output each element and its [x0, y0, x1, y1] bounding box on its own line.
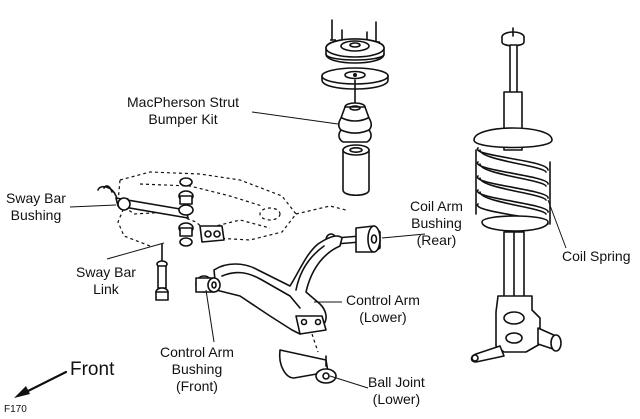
label-control-arm-bushing-front-line3: (Front) — [175, 378, 218, 394]
label-strut-bumper-kit: MacPherson Strut Bumper Kit — [127, 94, 239, 128]
sway-bar-link-part — [155, 243, 169, 301]
front-arrow — [14, 370, 68, 398]
label-ball-joint-line2: (Lower) — [372, 391, 421, 407]
label-control-arm-bushing-front-line2: Bushing — [171, 361, 223, 377]
label-control-arm-bushing-front: Control Arm Bushing (Front) — [160, 344, 234, 395]
label-sway-bar-bushing-line1: Sway Bar — [6, 190, 66, 206]
label-coil-arm-bushing: Coil Arm Bushing (Rear) — [410, 198, 463, 249]
figure-id: F170 — [4, 404, 27, 415]
lower-control-arm — [195, 235, 343, 335]
label-control-arm-bushing-front-line1: Control Arm — [160, 344, 234, 360]
strut-mount-plate — [325, 19, 385, 64]
coil-arm-bushing-part — [325, 225, 381, 253]
label-sway-bar-link: Sway Bar Link — [76, 264, 136, 298]
label-coil-arm-bushing-line1: Coil Arm — [410, 198, 463, 214]
dust-boot — [342, 144, 370, 197]
label-front: Front — [70, 359, 115, 380]
label-ball-joint-line1: Ball Joint — [368, 374, 425, 390]
label-sway-bar-bushing-line2: Bushing — [10, 207, 62, 223]
label-control-arm-lower: Control Arm (Lower) — [346, 292, 420, 326]
label-coil-arm-bushing-line3: (Rear) — [416, 232, 457, 248]
bearing-plate — [321, 67, 389, 111]
sway-bar — [97, 177, 225, 247]
label-sway-bar-link-line2: Link — [93, 281, 119, 297]
label-coil-arm-bushing-line2: Bushing — [411, 215, 462, 231]
label-strut-bumper-kit-line1: MacPherson Strut — [127, 94, 240, 110]
bump-stop — [337, 102, 373, 143]
leader-lines — [69, 111, 567, 389]
label-sway-bar-bushing: Sway Bar Bushing — [6, 190, 66, 224]
label-sway-bar-link-line1: Sway Bar — [76, 264, 136, 280]
strut-assembly — [470, 27, 562, 363]
ball-joint-part — [278, 333, 337, 384]
label-coil-spring-line1: Coil Spring — [562, 248, 631, 264]
label-ball-joint: Ball Joint (Lower) — [368, 374, 425, 408]
label-strut-bumper-kit-line2: Bumper Kit — [148, 111, 218, 127]
label-control-arm-lower-line2: (Lower) — [359, 309, 407, 325]
label-control-arm-lower-line1: Control Arm — [346, 292, 420, 308]
label-coil-spring: Coil Spring — [562, 248, 630, 265]
